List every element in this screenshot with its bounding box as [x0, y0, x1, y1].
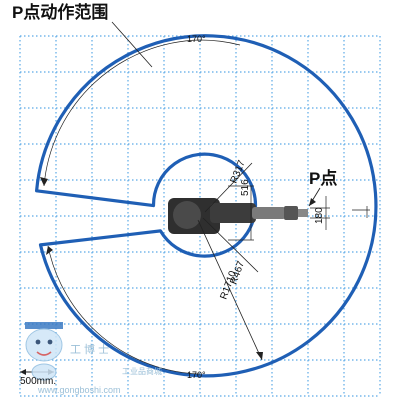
robot-arm	[168, 198, 308, 234]
angle-arrow-bottom	[46, 246, 53, 255]
angle-label-bottom: 170°	[187, 370, 206, 380]
scale-label: 500mm.	[20, 376, 57, 387]
angle-arrow-top	[40, 177, 48, 186]
watermark-mascot	[25, 322, 63, 381]
watermark-url: www.gongboshi.com	[38, 385, 121, 395]
dim-180: 180	[314, 207, 325, 224]
page-title: P点动作范围	[12, 3, 109, 22]
robot-forearm	[252, 207, 286, 219]
angle-arc-top-right	[199, 39, 241, 46]
watermark-sub-text: 工业品商城	[122, 367, 162, 376]
watermark-logo-text: 工 博 士	[70, 344, 110, 356]
dim-516: 516	[240, 179, 251, 196]
p-point-label: P点	[309, 169, 338, 188]
title-leader-line	[111, 21, 153, 68]
robot-flange	[298, 209, 308, 217]
angle-arc-top	[43, 39, 201, 187]
robot-wrist	[284, 206, 298, 220]
angle-arc-bottom	[47, 245, 201, 375]
robot-joint-1	[173, 201, 201, 229]
robot-upper-arm	[210, 203, 256, 223]
grid	[19, 35, 381, 397]
dimension-lines	[197, 162, 370, 361]
angle-label-top: 170°	[187, 34, 206, 44]
